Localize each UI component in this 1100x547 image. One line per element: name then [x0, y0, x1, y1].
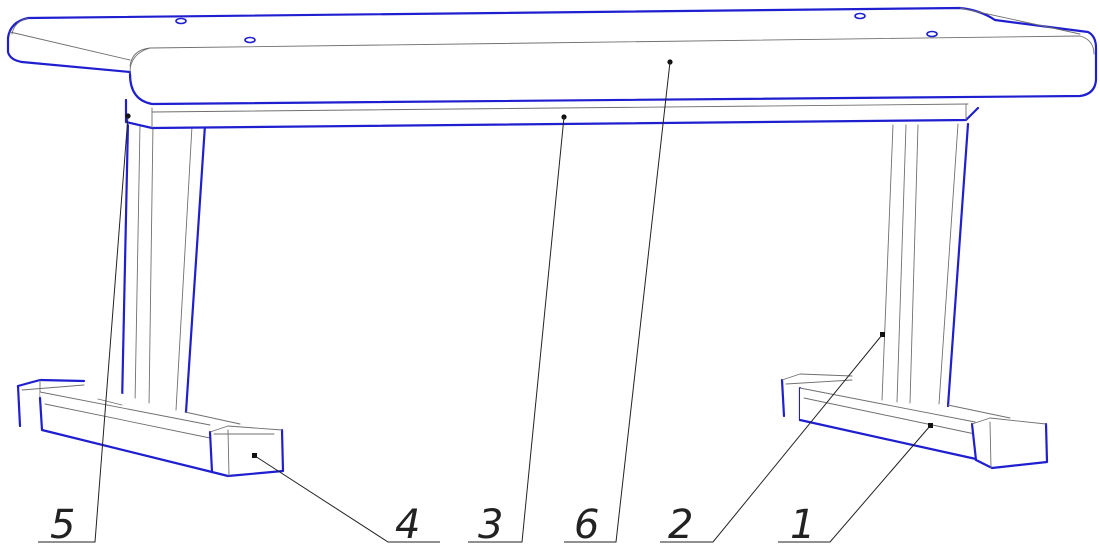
callout-2: 2 [660, 332, 885, 547]
callout-label-2: 2 [668, 502, 693, 547]
left-leg [120, 120, 207, 414]
callout-3: 3 [468, 114, 567, 547]
callout-label-3: 3 [478, 502, 503, 547]
left-foot [16, 378, 285, 478]
callout-1: 1 [778, 423, 933, 547]
callout-label-1: 1 [790, 502, 815, 547]
bench-seat [6, 6, 1098, 106]
under-frame [124, 96, 980, 130]
callout-4: 4 [252, 453, 440, 547]
callout-label-4: 4 [395, 502, 420, 547]
callouts: 5 4 3 6 2 1 [38, 59, 933, 547]
right-foot [780, 373, 1049, 470]
callout-label-6: 6 [574, 502, 599, 547]
callout-label-5: 5 [50, 502, 75, 547]
callout-5: 5 [38, 113, 131, 547]
right-leg [881, 122, 970, 408]
callout-6: 6 [564, 59, 673, 547]
